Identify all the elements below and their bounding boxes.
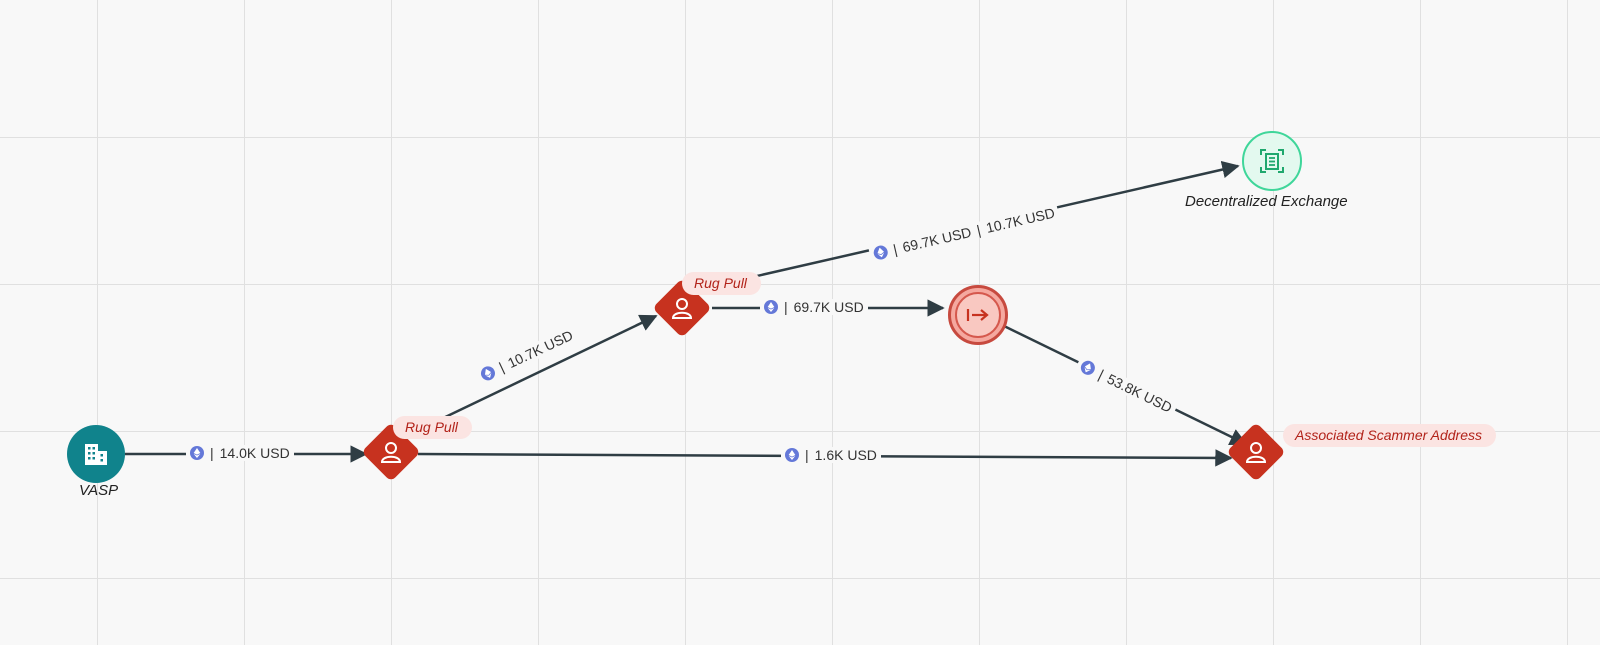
edge-label-rugpull-scammer: | 1.6K USD [781, 447, 881, 463]
eth-icon [785, 448, 799, 462]
eth-icon [478, 364, 498, 383]
edge-label-hop-scammer: | 53.8K USD [1074, 355, 1179, 418]
eth-icon [1078, 358, 1098, 378]
eth-icon [872, 244, 890, 261]
hop-node-inner [955, 292, 1001, 338]
user-icon [1245, 442, 1267, 463]
rug-pull-tag: Rug Pull [393, 416, 472, 439]
scammer-tag: Associated Scammer Address [1283, 424, 1496, 447]
dex-label: Decentralized Exchange [1185, 193, 1348, 210]
vasp-label: VASP [79, 482, 119, 499]
user-icon [380, 442, 402, 463]
rug-pull-node[interactable] [652, 278, 712, 338]
dex-node[interactable] [1242, 131, 1302, 191]
forward-arrow-icon [966, 309, 989, 321]
edge-label-rugpull-rugpull: | 10.7K USD [474, 325, 579, 386]
eth-icon [190, 446, 204, 460]
edge-label-rugpull-dex: | 69.7K USD | 10.7K USD [868, 203, 1061, 263]
user-icon [671, 298, 693, 319]
eth-icon [764, 300, 778, 314]
edge-amount: 14.0K USD [219, 445, 290, 461]
edge-amount: 69.7K USD [793, 299, 864, 315]
edge-rugpull-to-rugpull[interactable] [411, 314, 658, 435]
edge-label-vasp-rugpull: | 14.0K USD [186, 445, 294, 461]
rug-pull-tag: Rug Pull [682, 272, 761, 295]
edge-amount: 1.6K USD [814, 447, 877, 463]
edge-label-rugpull-hop: | 69.7K USD [760, 299, 868, 315]
rug-pull-node[interactable] [361, 422, 421, 482]
scammer-node[interactable] [1226, 422, 1286, 482]
building-icon [85, 444, 107, 465]
contract-icon [1260, 149, 1284, 173]
vasp-node[interactable] [67, 425, 125, 483]
hop-node[interactable] [948, 285, 1008, 345]
